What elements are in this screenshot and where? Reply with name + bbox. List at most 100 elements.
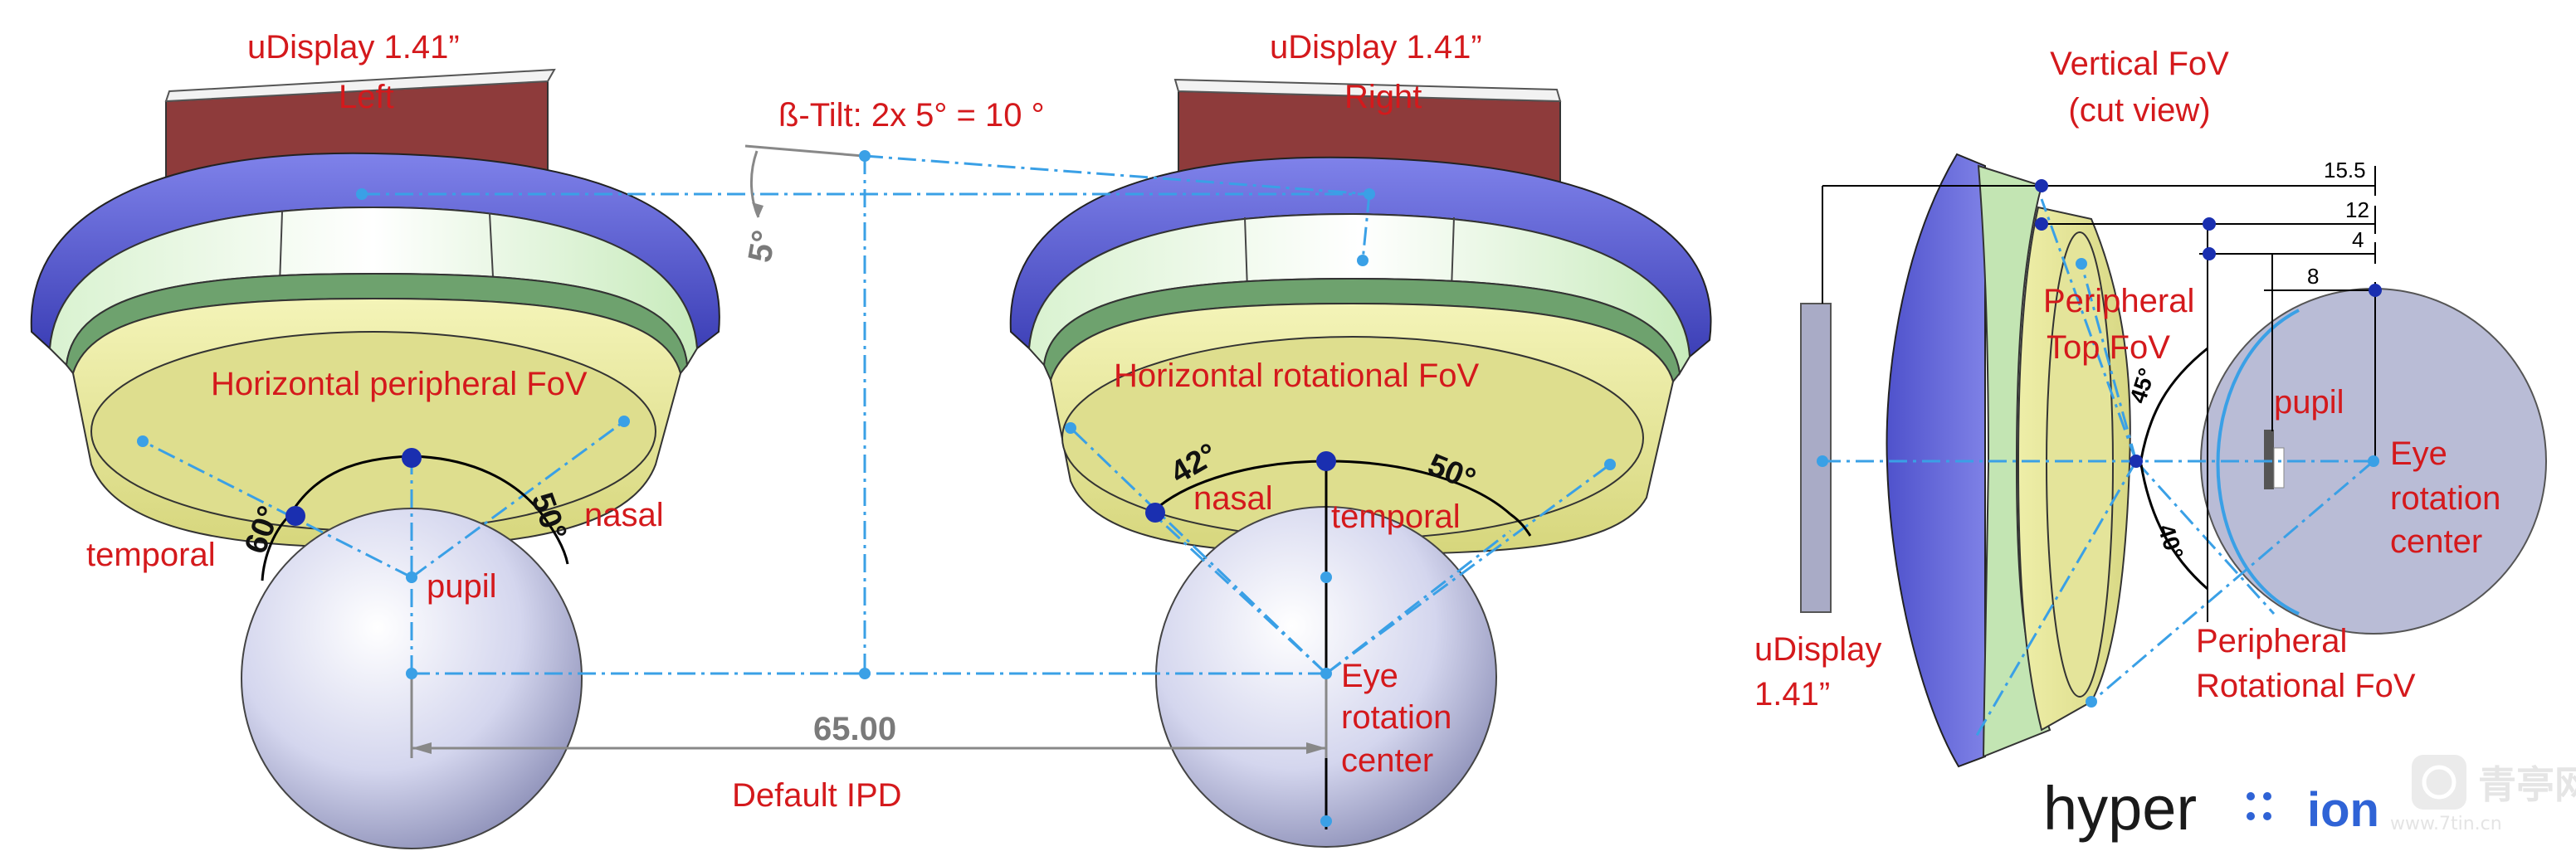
tilt-label: ß-Tilt: 2x 5° = 10 ° xyxy=(778,97,1045,134)
ipd-value: 65.00 xyxy=(813,711,896,747)
cut-dot xyxy=(2130,455,2143,468)
cut-bottom-ray xyxy=(2134,460,2276,615)
construction-dot xyxy=(859,150,871,162)
logo-dot xyxy=(2247,812,2255,820)
right-fov-ray xyxy=(1152,513,1328,675)
logo-ion: ion xyxy=(2307,783,2379,837)
cut-rot-ray xyxy=(2089,460,2374,705)
left-display-title-line2: Left xyxy=(339,79,394,115)
cut-peripheral-top-line1: Peripheral xyxy=(2043,283,2194,319)
right-display-top xyxy=(1173,78,1562,103)
construction-dot xyxy=(1320,668,1332,679)
construction-dot xyxy=(356,188,368,200)
construction-dot xyxy=(1320,571,1332,583)
tilt-angle-line xyxy=(744,144,864,158)
right-display-title-line2: Right xyxy=(1344,79,1422,115)
watermark-url: www.7tin.cn xyxy=(2390,814,2502,834)
cut-dot xyxy=(2035,179,2048,192)
cut-dot xyxy=(2203,217,2216,231)
left-pupil-label: pupil xyxy=(427,568,497,605)
cut-dot xyxy=(2035,217,2048,231)
right-eye-label-line2: rotation xyxy=(1341,699,1451,736)
left-fov-label: Horizontal peripheral FoV xyxy=(211,366,588,402)
tilt-angle-arrow xyxy=(752,202,764,217)
right-eye-label-line3: center xyxy=(1341,742,1433,779)
right-eye-label-line1: Eye xyxy=(1341,658,1398,694)
right-construction-dots xyxy=(1065,188,1616,827)
cut-title-line1: Vertical FoV xyxy=(2050,46,2229,82)
cut-display-slab xyxy=(1800,303,1832,613)
construction-lines xyxy=(142,154,1611,675)
cut-dot xyxy=(2076,258,2087,270)
logo-hyper: hyper xyxy=(2043,774,2197,843)
logo-vision-mark xyxy=(2247,792,2271,820)
cut-pupil-opening xyxy=(2273,447,2285,489)
left-construction-dots xyxy=(137,188,630,679)
cut-angle-down: 40° xyxy=(2153,521,2188,562)
cut-upper-ray xyxy=(2040,198,2138,462)
tilt-reference-line xyxy=(864,154,1370,196)
cut-eye-front-arc xyxy=(2216,309,2300,615)
fov-edge-dot xyxy=(285,506,305,526)
left-nasal-label: nasal xyxy=(584,497,664,533)
dim-12-value: 12 xyxy=(2345,197,2369,222)
cut-eye-line3: center xyxy=(2390,523,2482,560)
cut-dot xyxy=(2086,696,2097,708)
cut-peripheral-rot-line2: Rotational FoV xyxy=(2196,668,2416,704)
construction-dot xyxy=(1320,815,1332,827)
cut-up-angle-arc xyxy=(2139,347,2208,460)
cut-peripheral-top-line2: Top FoV xyxy=(2047,329,2170,366)
cut-pupil-label: pupil xyxy=(2274,384,2344,421)
watermark-badge xyxy=(2412,755,2466,810)
cut-dot xyxy=(2203,247,2216,260)
cut-view xyxy=(1800,153,2547,768)
cut-eye-line2: rotation xyxy=(2390,480,2500,517)
center-construction-dots xyxy=(859,150,871,679)
right-temporal-arc xyxy=(1510,513,1532,537)
left-fov-ray xyxy=(142,440,412,579)
fov-pivot-dot xyxy=(1316,451,1336,471)
watermark-cn: 青亭网 xyxy=(2478,762,2576,807)
construction-dot xyxy=(1364,188,1375,200)
right-temporal-label: temporal xyxy=(1331,499,1461,535)
construction-dot xyxy=(859,668,871,679)
construction-dot xyxy=(1357,255,1368,266)
fov-pivot-dot xyxy=(402,448,422,468)
logo-dot xyxy=(2263,812,2271,820)
cut-down-angle-arc xyxy=(2139,464,2208,591)
dim-8-value: 8 xyxy=(2307,264,2319,289)
left-temporal-arc xyxy=(261,513,292,581)
cut-dot xyxy=(2368,455,2379,467)
construction-dot xyxy=(618,416,630,427)
cut-title-line2: (cut view) xyxy=(2068,92,2210,129)
right-fov-ray xyxy=(1325,463,1611,675)
ipd-label: Default IPD xyxy=(732,777,902,814)
left-fov-ray xyxy=(411,420,625,579)
cut-display-line1: uDisplay xyxy=(1754,631,1881,668)
cut-eye-line1: Eye xyxy=(2390,435,2447,472)
right-lens-assembly xyxy=(1009,78,1712,556)
cut-pupil xyxy=(2264,430,2274,489)
right-fov-ray xyxy=(1325,529,1511,675)
construction-dot xyxy=(406,668,417,679)
cut-angle-up: 45° xyxy=(2125,365,2160,406)
logo-dot xyxy=(2247,792,2255,800)
construction-dot xyxy=(1604,459,1616,470)
right-fov-label: Horizontal rotational FoV xyxy=(1114,357,1480,394)
right-display-title-line1: uDisplay 1.41” xyxy=(1270,29,1482,66)
logo-dot xyxy=(2263,792,2271,800)
construction-dot xyxy=(406,571,417,583)
construction-dot xyxy=(137,435,149,447)
watermark-icon xyxy=(2422,765,2456,800)
cut-top-ray xyxy=(2080,263,2138,462)
left-lens-yellow-face xyxy=(90,331,656,532)
cut-lower-ray xyxy=(1973,460,2138,739)
right-display-axis xyxy=(1361,193,1371,261)
tilt-angle-label: 5° xyxy=(742,227,783,265)
cut-dot xyxy=(2369,284,2382,297)
watermark: 青亭网 www.7tin.cn xyxy=(2390,755,2576,834)
cut-yellow-face xyxy=(2046,231,2114,698)
construction-dot xyxy=(1065,422,1076,434)
dim-15-5-value: 15.5 xyxy=(2324,158,2366,182)
left-lens-assembly xyxy=(30,68,720,549)
